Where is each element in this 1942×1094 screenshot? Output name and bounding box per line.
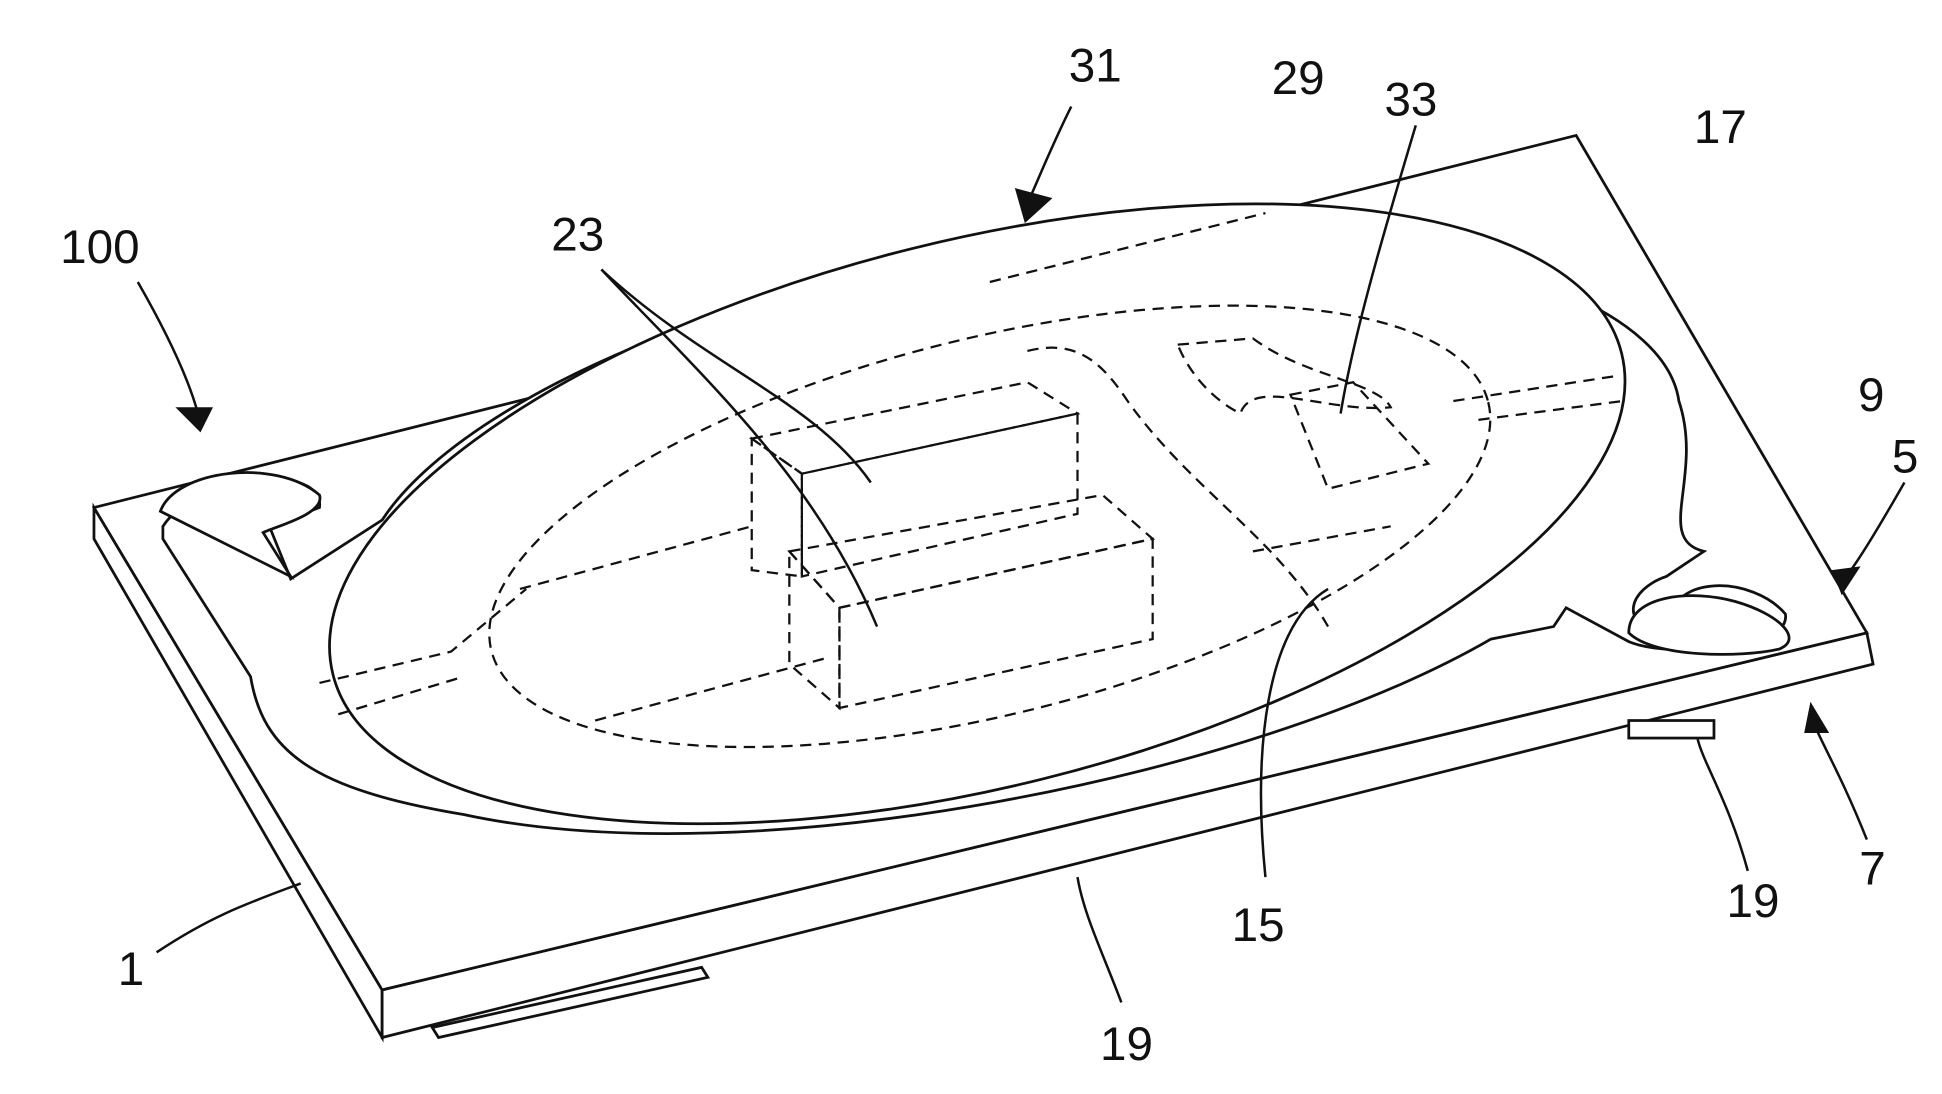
label-1: 1 xyxy=(118,943,144,996)
label-9: 9 xyxy=(1858,369,1884,422)
leader-lines xyxy=(136,106,1906,1003)
internal-elements xyxy=(519,337,1431,722)
electrode-pad xyxy=(1627,594,1791,656)
label-23: 23 xyxy=(551,209,604,262)
electrode-pad-left xyxy=(158,471,322,580)
label-33: 33 xyxy=(1384,73,1437,126)
label-29: 29 xyxy=(1272,52,1325,105)
label-7: 7 xyxy=(1859,843,1885,896)
label-15: 15 xyxy=(1232,899,1285,952)
dome-lens xyxy=(319,202,1627,826)
label-19-right: 19 xyxy=(1727,875,1780,928)
terminal-19-right xyxy=(1627,719,1716,740)
label-17: 17 xyxy=(1694,101,1747,154)
label-5: 5 xyxy=(1892,430,1918,483)
terminal-19-bottom xyxy=(430,965,711,1040)
label-31: 31 xyxy=(1069,40,1122,93)
label-100: 100 xyxy=(60,221,139,274)
label-19-bottom: 19 xyxy=(1100,1018,1153,1071)
